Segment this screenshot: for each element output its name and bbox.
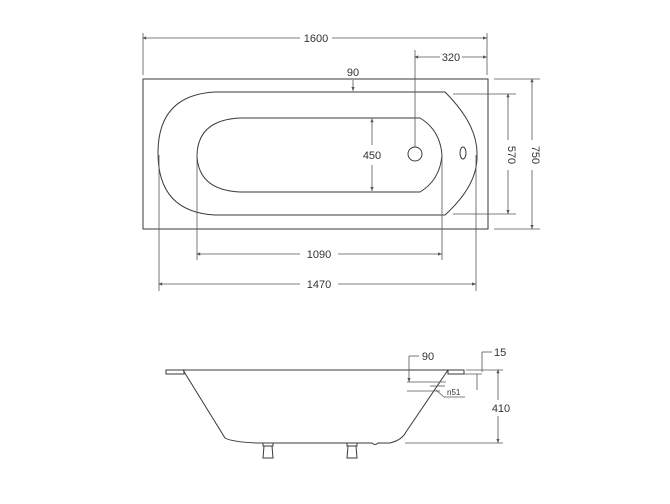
outer-rim [142, 78, 489, 230]
side-view: 90 n51 15 410 [165, 347, 510, 459]
dim-rim-depth: 90 [422, 351, 434, 363]
foot-right [340, 442, 362, 459]
dim-drain-offset: 320 [442, 52, 460, 64]
dim-overall-length: 1600 [304, 33, 328, 45]
dim-rim-width: 90 [347, 67, 359, 79]
dim-height: 410 [492, 403, 510, 415]
bowl-outline [157, 91, 478, 216]
tub-body [182, 369, 449, 445]
top-view: 1600 320 90 450 570 750 1090 [142, 33, 541, 291]
dim-rim-thickness: 15 [494, 347, 506, 359]
foot-left [257, 442, 278, 459]
dim-overall-width: 750 [529, 146, 541, 164]
inner-basin [196, 117, 443, 193]
overflow-icon [459, 146, 467, 160]
dim-bowl-width: 570 [505, 146, 517, 164]
dim-overflow-diameter: n51 [447, 388, 461, 397]
dim-bowl-length: 1470 [307, 279, 331, 291]
dim-inner-width: 450 [363, 150, 381, 162]
dim-inner-length: 1090 [307, 249, 331, 261]
drain-icon [407, 146, 423, 162]
